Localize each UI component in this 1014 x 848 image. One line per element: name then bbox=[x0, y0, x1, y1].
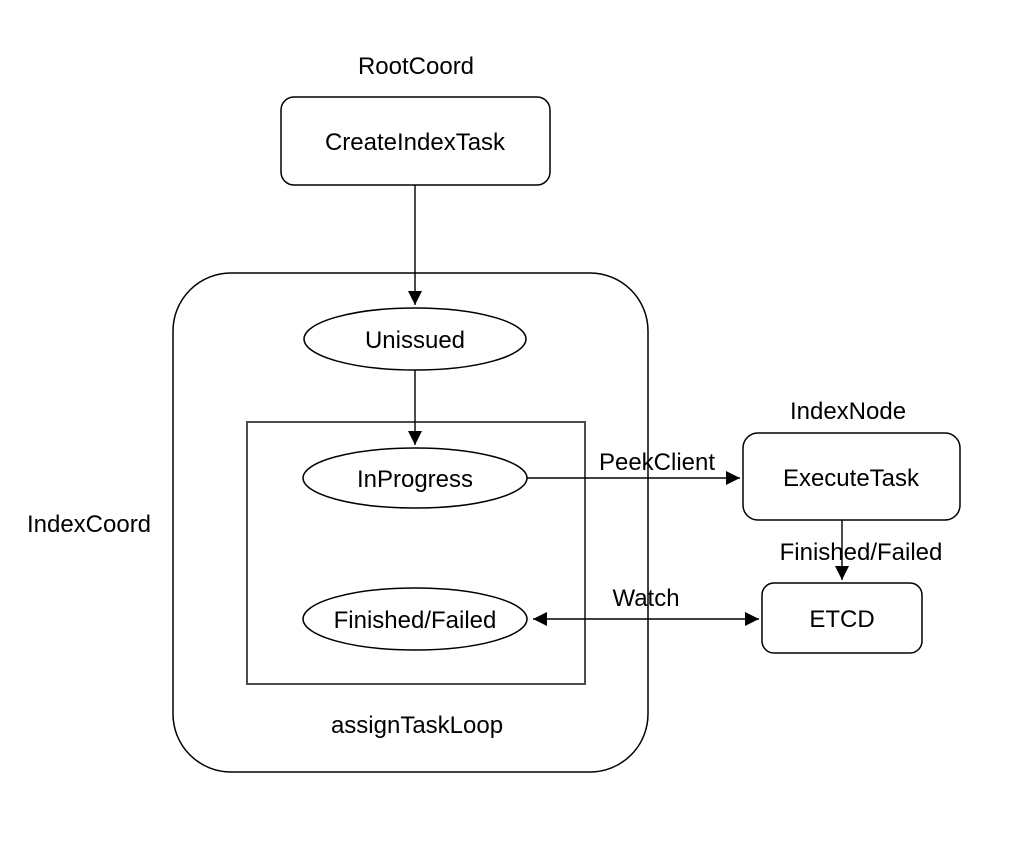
indexcoord-label: IndexCoord bbox=[27, 511, 151, 538]
finished-failed-edge-label: Finished/Failed bbox=[780, 539, 943, 566]
unissued-label: Unissued bbox=[365, 327, 465, 354]
peekclient-edge-label: PeekClient bbox=[599, 449, 715, 476]
assign-task-loop-box bbox=[246, 421, 586, 685]
finished-failed-state bbox=[302, 587, 528, 651]
etcd-label: ETCD bbox=[809, 606, 874, 633]
etcd-node bbox=[761, 582, 923, 654]
in-progress-label: InProgress bbox=[357, 466, 473, 493]
watch-edge-label: Watch bbox=[612, 585, 679, 612]
finished-failed-label: Finished/Failed bbox=[334, 607, 497, 634]
create-index-task-label: CreateIndexTask bbox=[325, 129, 506, 156]
assign-task-loop-label: assignTaskLoop bbox=[331, 712, 503, 739]
execute-task-label: ExecuteTask bbox=[783, 465, 920, 492]
rootcoord-label: RootCoord bbox=[358, 53, 474, 80]
indexcoord-container bbox=[172, 272, 649, 773]
execute-task-node bbox=[742, 432, 961, 521]
index-node-label: IndexNode bbox=[790, 398, 906, 425]
